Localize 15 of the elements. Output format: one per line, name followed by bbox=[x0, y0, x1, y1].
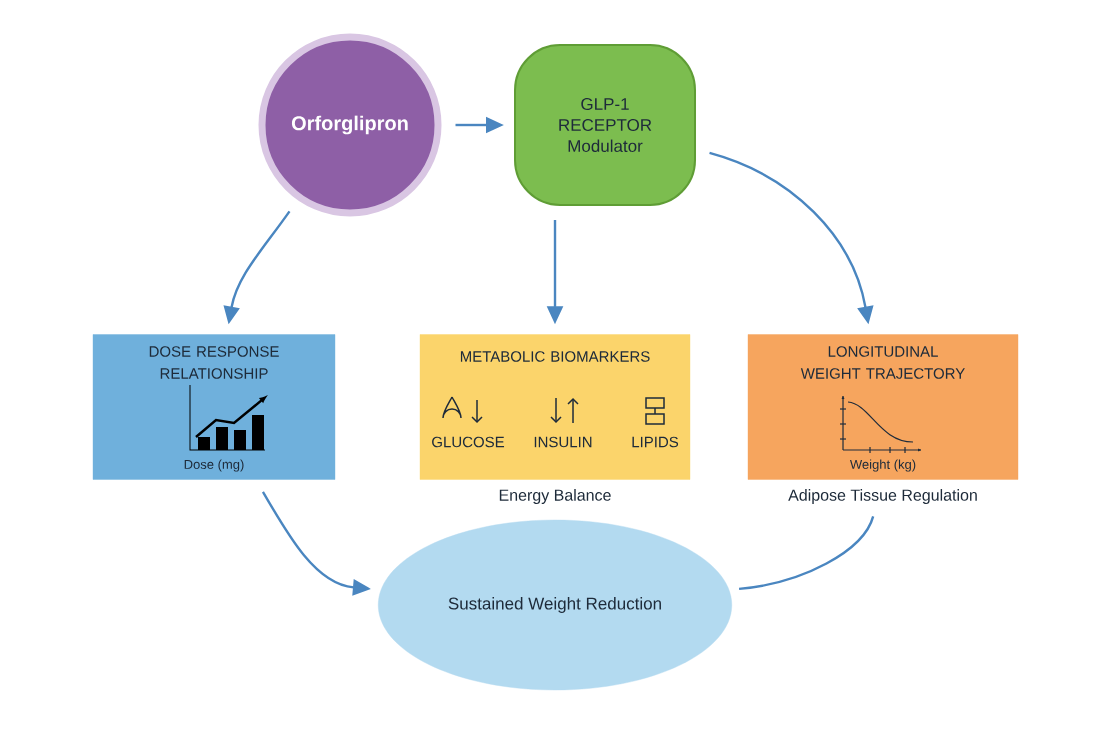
panel-title: LONGITUDINAL WEIGHT TRAJECTORY bbox=[800, 346, 965, 379]
biomarker-label: GLUCOSE bbox=[432, 436, 505, 448]
node-label: Adipose Tissue Regulation bbox=[788, 489, 977, 504]
node-label: Energy Balance bbox=[499, 489, 611, 504]
axis-label: Weight (kg) bbox=[849, 459, 916, 472]
biomarker-label: INSULIN bbox=[534, 436, 592, 448]
panel-box bbox=[747, 334, 1019, 480]
axis-label: Dose (mg) bbox=[184, 459, 244, 472]
panel-box bbox=[419, 334, 691, 480]
panel-title: DOSE RESPONSE RELATIONSHIP bbox=[149, 346, 279, 379]
biomarker-label: LIPIDS bbox=[632, 436, 679, 448]
panel-title: METABOLIC BIOMARKERS bbox=[460, 351, 650, 362]
panel-box bbox=[92, 334, 336, 480]
circle-node: Orforglipron bbox=[258, 33, 442, 217]
ellipse-node: Sustained Weight Reduction bbox=[378, 519, 732, 691]
